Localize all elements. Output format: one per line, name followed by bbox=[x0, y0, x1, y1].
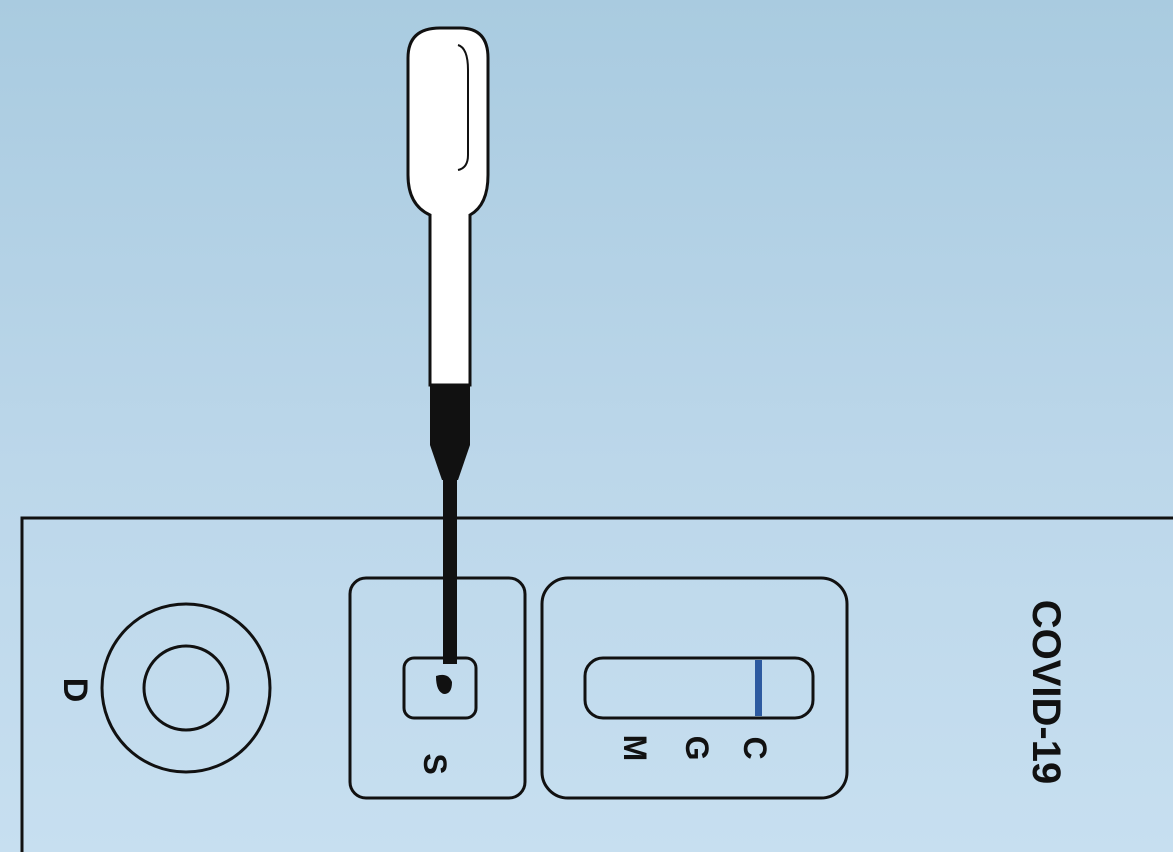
igg-label: G bbox=[679, 736, 715, 761]
test-cassette: D S C G M COVID-19 bbox=[20, 516, 1173, 852]
control-line bbox=[755, 660, 762, 716]
result-strip bbox=[583, 656, 815, 720]
brand-label: COVID-19 bbox=[1024, 600, 1068, 785]
control-label: C bbox=[737, 736, 773, 759]
drop-icon bbox=[436, 674, 452, 694]
desiccant-label: D bbox=[56, 678, 94, 703]
dropper-liquid bbox=[430, 385, 470, 445]
desiccant-outer-ring bbox=[100, 602, 272, 774]
sample-well-label: S bbox=[417, 753, 453, 774]
igm-label: M bbox=[617, 735, 653, 762]
dropper-highlight bbox=[457, 44, 469, 171]
dropper-bulb bbox=[406, 26, 490, 387]
sample-well bbox=[402, 656, 478, 720]
result-window bbox=[540, 576, 849, 800]
dropper-taper bbox=[430, 445, 470, 480]
cassette-body bbox=[20, 516, 1173, 852]
sample-window bbox=[348, 576, 527, 800]
dropper bbox=[406, 26, 490, 694]
dropper-tip bbox=[443, 478, 457, 664]
desiccant-inner-ring bbox=[142, 644, 230, 732]
